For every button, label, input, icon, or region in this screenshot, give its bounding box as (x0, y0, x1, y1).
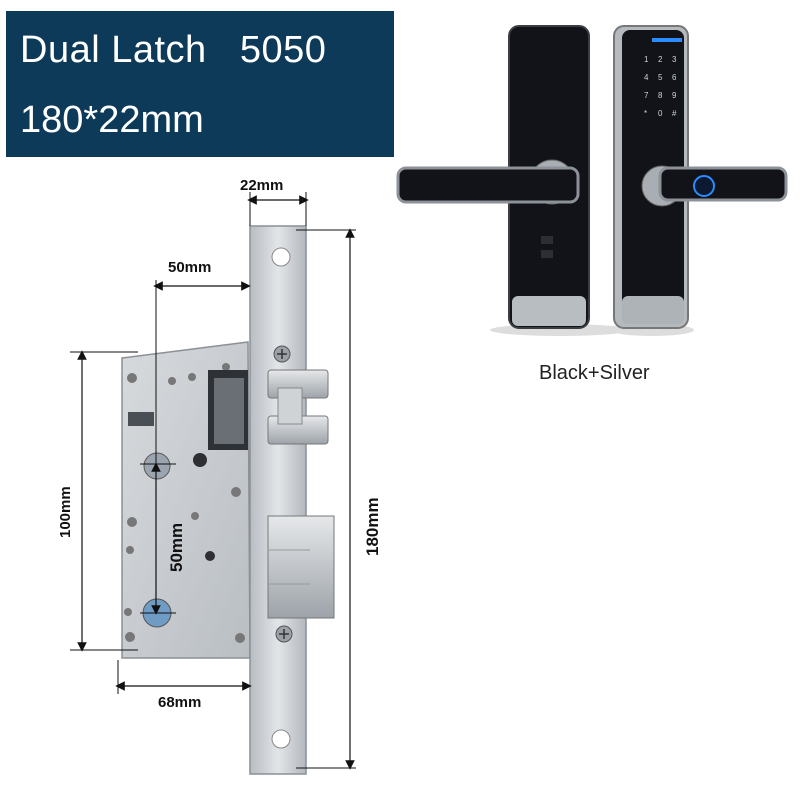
model-label: Dual Latch (20, 29, 207, 71)
model-number: 5050 (239, 29, 327, 71)
status-led (652, 38, 682, 42)
svg-text:3: 3 (672, 55, 677, 64)
svg-text:1: 1 (644, 55, 649, 64)
svg-text:6: 6 (672, 73, 677, 82)
dim-label-backset: 50mm (168, 259, 211, 276)
lock-handle-left (396, 159, 580, 205)
svg-text:5: 5 (658, 73, 663, 82)
svg-text:#: # (672, 109, 677, 118)
upper-latch (267, 369, 329, 445)
svg-text:0: 0 (658, 109, 663, 118)
dim-label-68mm: 68mm (158, 694, 201, 711)
svg-text:4: 4 (644, 73, 649, 82)
banner-title-row: Dual Latch 5050 (20, 29, 326, 72)
dim-body-depth: 68mm (115, 660, 252, 711)
fingerprint-sensor-icon (693, 175, 715, 197)
title-banner: Dual Latch 5050 180*22mm (6, 11, 394, 157)
dim-body-height: 100mm (57, 350, 138, 652)
svg-text:*: * (644, 109, 647, 118)
svg-text:8: 8 (658, 91, 663, 100)
color-option-label: Black+Silver (539, 362, 650, 384)
dim-label-100mm: 100mm (57, 486, 74, 538)
faceplate-screw-hole-bottom (271, 729, 291, 749)
faceplate-screw-hole-top (271, 247, 291, 267)
faceplate (249, 225, 307, 775)
dim-faceplate-width: 22mm (240, 177, 309, 226)
size-label: 180*22mm (20, 99, 204, 141)
svg-text:9: 9 (672, 91, 677, 100)
dim-label-180mm: 180mm (363, 497, 382, 556)
svg-text:2: 2 (658, 55, 663, 64)
case-slot (128, 412, 154, 426)
dim-faceplate-height: 180mm (296, 228, 382, 770)
deadbolt (267, 515, 335, 619)
dim-label-22mm: 22mm (240, 177, 283, 194)
svg-text:7: 7 (644, 91, 649, 100)
lock-handle-right (641, 165, 788, 207)
dim-center-distance: 50mm (140, 462, 186, 615)
lock-case (121, 341, 251, 659)
spindle-hole-top (143, 452, 171, 480)
dim-label-center-50mm: 50mm (167, 523, 186, 572)
